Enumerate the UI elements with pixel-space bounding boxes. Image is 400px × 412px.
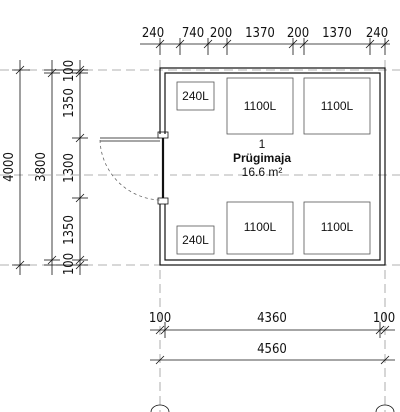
- dim-top-240-right: 240: [366, 26, 388, 41]
- bin-240l-top: [176, 81, 215, 111]
- bin-1100l-bottom-left-label: 1100L: [244, 220, 277, 234]
- bin-1100l-top-right-label: 1100L: [321, 99, 354, 113]
- door: [99, 131, 170, 205]
- bin-1100l-top-left: [226, 77, 294, 135]
- dim-left-4000: 4000: [2, 152, 17, 182]
- door-swing-arc: [99, 139, 161, 201]
- room-tag: 1 Prügimaja 16.6 m²: [233, 137, 291, 179]
- bin-240l-bottom-label: 240L: [182, 233, 209, 247]
- dim-top-740: 740: [182, 26, 204, 41]
- dimension-left: 4000 3800 100 1350 1300 1350 100: [2, 60, 88, 275]
- dim-top-200-left: 200: [210, 26, 232, 41]
- dim-left-100-bottom: 100: [62, 253, 77, 275]
- dimension-top: 240 740 200 1370 200 1370 240: [140, 26, 390, 55]
- dim-left-100-top: 100: [62, 60, 77, 82]
- room-number: 1: [259, 137, 266, 151]
- dim-left-3800: 3800: [34, 152, 49, 182]
- dim-left-1350-bottom: 1350: [62, 215, 77, 245]
- dim-left-1300: 1300: [62, 153, 77, 183]
- bin-240l-bottom: [176, 225, 215, 255]
- axis-marker-right: [375, 404, 395, 412]
- dim-top-1370-left: 1370: [245, 26, 275, 41]
- bin-240l-top-label: 240L: [182, 89, 209, 103]
- dim-bottom-100-left: 100: [149, 311, 171, 326]
- bin-1100l-bottom-right-label: 1100L: [321, 220, 354, 234]
- waste-bins: 240L 1100L 1100L 1100L 1100L 240L: [176, 77, 371, 255]
- room-area: 16.6 m²: [242, 165, 283, 179]
- axis-marker-left: [150, 404, 170, 412]
- bin-1100l-bottom-left: [226, 201, 294, 255]
- dim-top-240-left: 240: [142, 26, 164, 41]
- bin-1100l-top-left-label: 1100L: [244, 99, 277, 113]
- bin-1100l-bottom-right: [303, 201, 371, 255]
- dim-bottom-4360: 4360: [257, 311, 287, 326]
- dim-bottom-100-right: 100: [373, 311, 395, 326]
- dim-left-1350-top: 1350: [62, 88, 77, 118]
- dim-top-200-right: 200: [287, 26, 309, 41]
- dimension-bottom: 100 4360 100 4560: [149, 311, 395, 412]
- dim-bottom-4560: 4560: [257, 342, 287, 357]
- bin-1100l-top-right: [303, 77, 371, 135]
- dim-top-1370-right: 1370: [322, 26, 352, 41]
- room-name: Prügimaja: [233, 151, 291, 165]
